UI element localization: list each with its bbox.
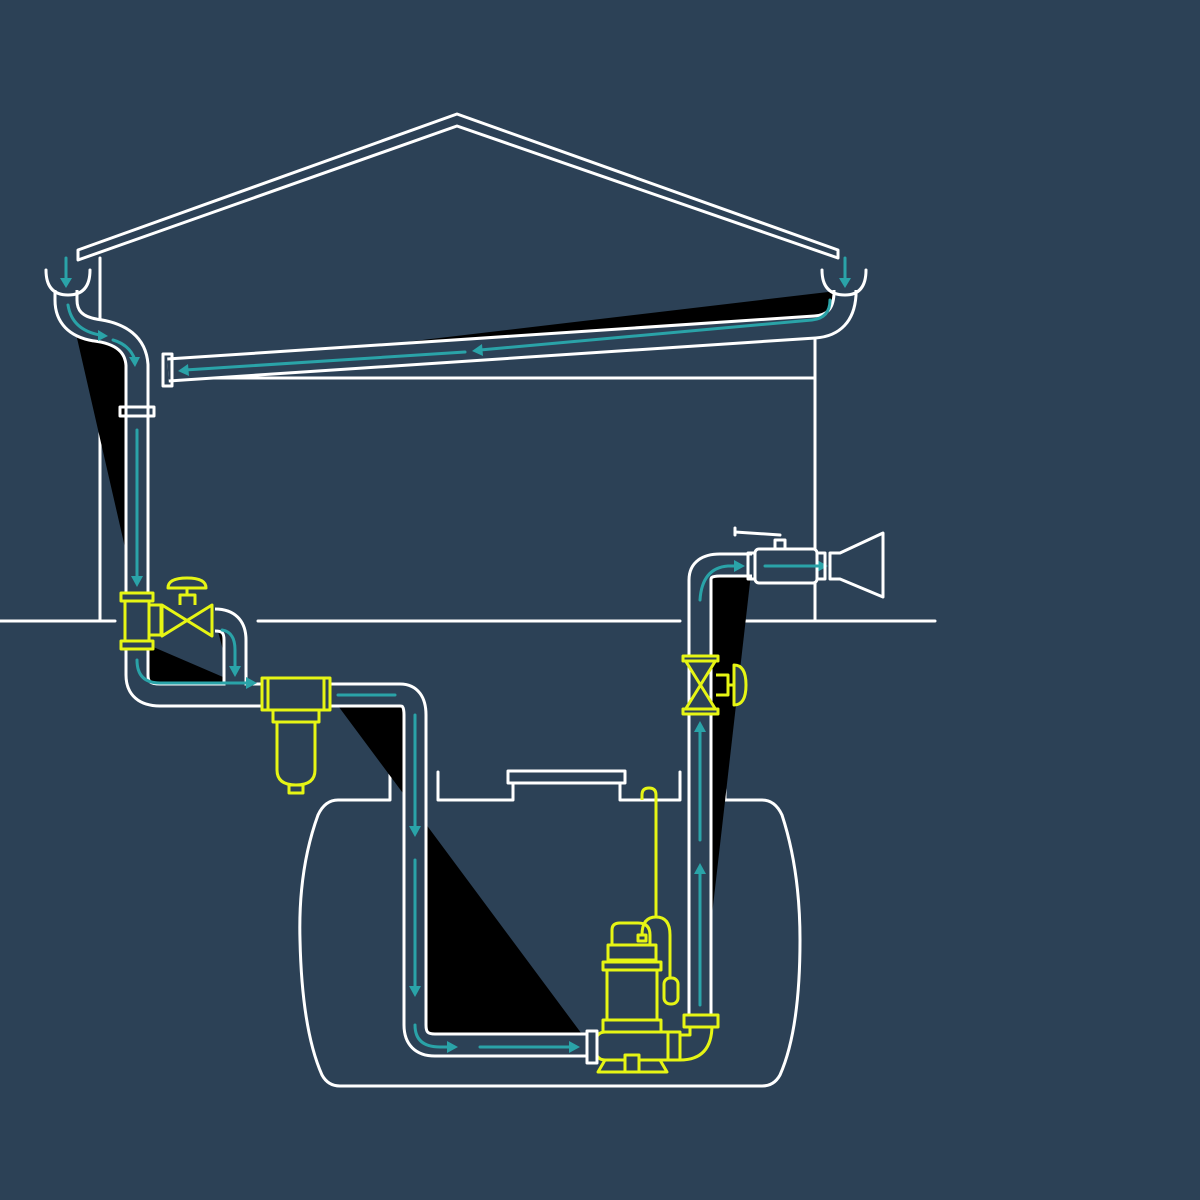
pipes <box>66 290 845 1045</box>
pipe-coupling <box>161 352 174 388</box>
outlet-nozzle-icon <box>828 531 885 599</box>
pipe-coupling <box>118 405 156 418</box>
float-switch-icon <box>640 786 680 1006</box>
gate-valve-icon <box>160 576 214 638</box>
gutter-icon <box>44 268 868 297</box>
ball-valve-icon <box>733 526 827 585</box>
riser-valve-icon <box>681 654 748 716</box>
submersible-pump-icon <box>585 921 720 1074</box>
underground-tank <box>298 769 802 1088</box>
filter-icon <box>260 676 332 795</box>
flow-arrows <box>60 256 851 1053</box>
t-junction-icon <box>119 591 163 651</box>
